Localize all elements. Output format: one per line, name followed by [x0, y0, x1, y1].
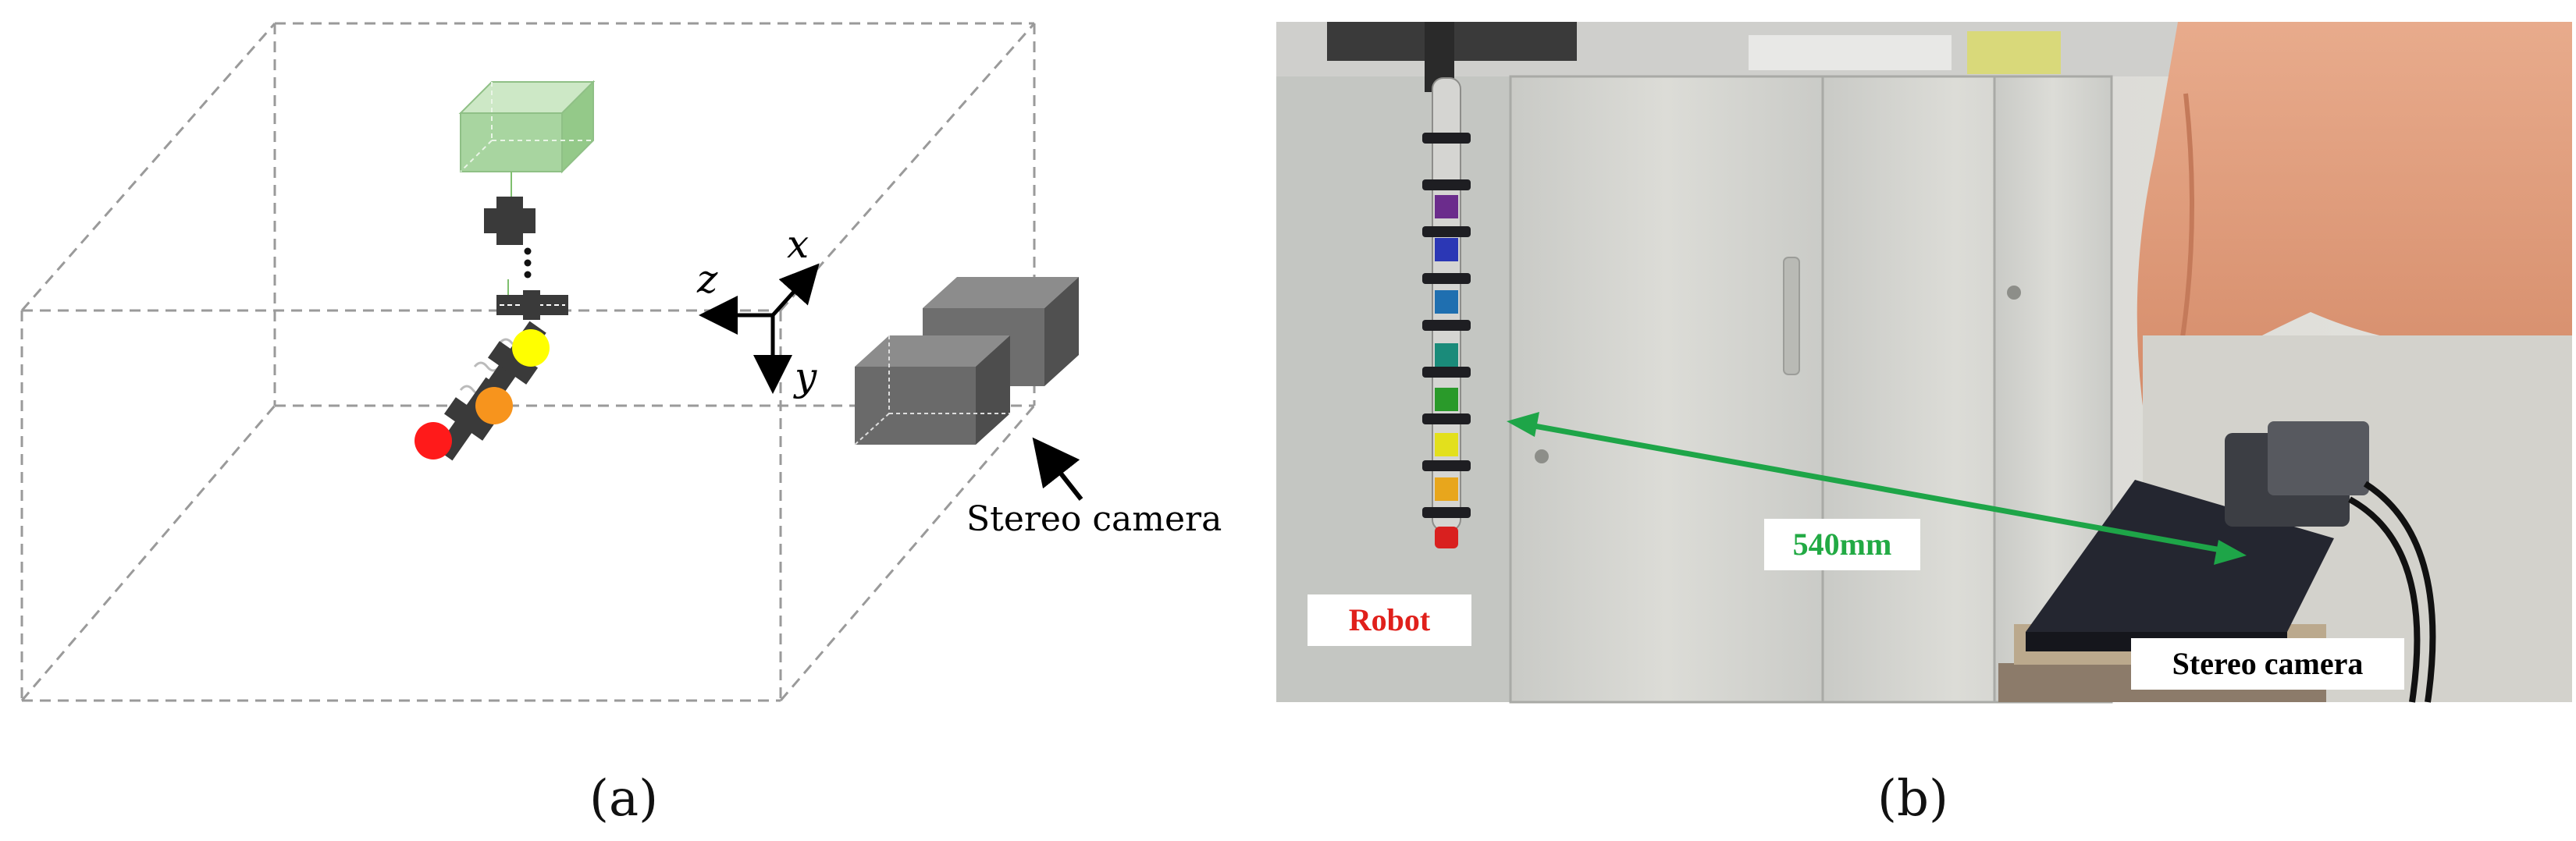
robot-model: [415, 197, 568, 461]
target-cube: [458, 80, 596, 234]
axis-y-label: y: [793, 354, 817, 399]
camera-box-front: [854, 335, 1010, 445]
axis-z-label: z: [696, 257, 718, 302]
yellow-marker: [512, 329, 550, 367]
distance-arrow: [1507, 412, 2247, 565]
panel-a-caption: (a): [589, 770, 658, 828]
coordinate-frame: [699, 263, 820, 394]
panel-b-caption: (b): [1877, 770, 1948, 828]
distance-label: 540mm: [1764, 519, 1920, 570]
continuation-dots: [524, 247, 532, 279]
stereo-camera-photo: [2225, 421, 2436, 703]
panel-a-camera-label: Stereo camera: [966, 499, 1222, 539]
base-cross: [484, 197, 535, 245]
panel-a-diagram: x z y Stereo camera: [20, 22, 1222, 702]
red-marker: [415, 422, 452, 460]
panel-b-camera-label: Stereo camera: [2131, 638, 2404, 690]
workspace-box: [20, 22, 1036, 702]
camera-pointer-arrow: [1032, 437, 1083, 501]
panel-b-photo: [1276, 22, 2572, 704]
upper-plate: [496, 290, 568, 320]
robot-photo: [1422, 22, 1471, 548]
robot-label: Robot: [1308, 594, 1471, 646]
stereo-camera-model: [854, 277, 1079, 445]
orange-marker: [475, 387, 513, 424]
axis-x-label: x: [787, 222, 809, 267]
